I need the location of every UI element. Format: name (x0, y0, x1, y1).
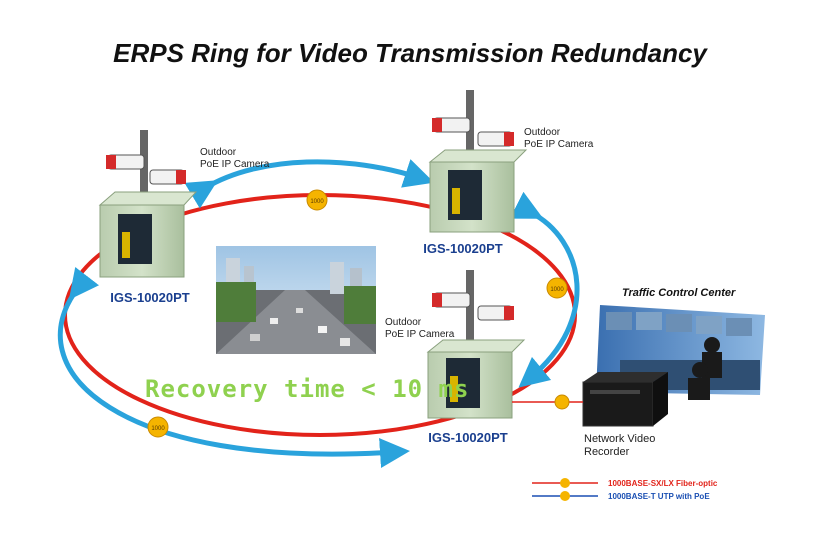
traffic-center-title: Traffic Control Center (622, 287, 736, 299)
camera-icon (432, 292, 514, 321)
redundancy-arrow-left (57, 266, 410, 468)
switch-label-bottom: IGS-10020PT (428, 430, 508, 445)
link-badge-right-text: 1000 (550, 287, 564, 293)
camera-label-bottom-1: Outdoor (385, 317, 422, 328)
camera-label-top-1: Outdoor (524, 127, 561, 138)
nvr-label-1: Network Video (584, 433, 655, 445)
camera-icon (106, 154, 186, 185)
switch-site-top (428, 90, 528, 233)
switch-label-left: IGS-10020PT (110, 290, 190, 305)
camera-label-left-1: Outdoor (200, 147, 237, 158)
recovery-time-text: Recovery time < 10 ms (145, 375, 469, 403)
redundancy-arrow-right (509, 191, 580, 388)
operator-icon (692, 362, 708, 378)
camera-label-left-2: PoE IP Camera (200, 159, 270, 170)
legend-fiber-label: 1000BASE-SX/LX Fiber-optic (608, 479, 718, 488)
redundancy-arrow-top (184, 159, 435, 209)
camera-icon (432, 117, 514, 147)
highway-photo (216, 246, 376, 354)
diagram-title: ERPS Ring for Video Transmission Redunda… (113, 38, 708, 68)
switch-label-top: IGS-10020PT (423, 241, 503, 256)
link-badge-top: 1000 (306, 189, 328, 211)
legend-utp-label: 1000BASE-T UTP with PoE (608, 492, 710, 501)
nvr-device (582, 372, 668, 427)
camera-label-bottom-2: PoE IP Camera (385, 329, 455, 340)
operator-icon (704, 337, 720, 353)
legend: 1000BASE-SX/LX Fiber-optic 1000BASE-T UT… (532, 478, 718, 501)
switch-site-bottom (426, 270, 526, 419)
switch-site-left (98, 130, 198, 278)
link-badge-right: 1000 (546, 277, 568, 299)
link-badge-left-text: 1000 (151, 426, 165, 432)
link-badge-nvr (554, 394, 570, 410)
link-badge-top-text: 1000 (310, 199, 324, 205)
camera-label-top-2: PoE IP Camera (524, 139, 594, 150)
nvr-label-2: Recorder (584, 446, 630, 458)
link-badge-left: 1000 (147, 416, 169, 438)
